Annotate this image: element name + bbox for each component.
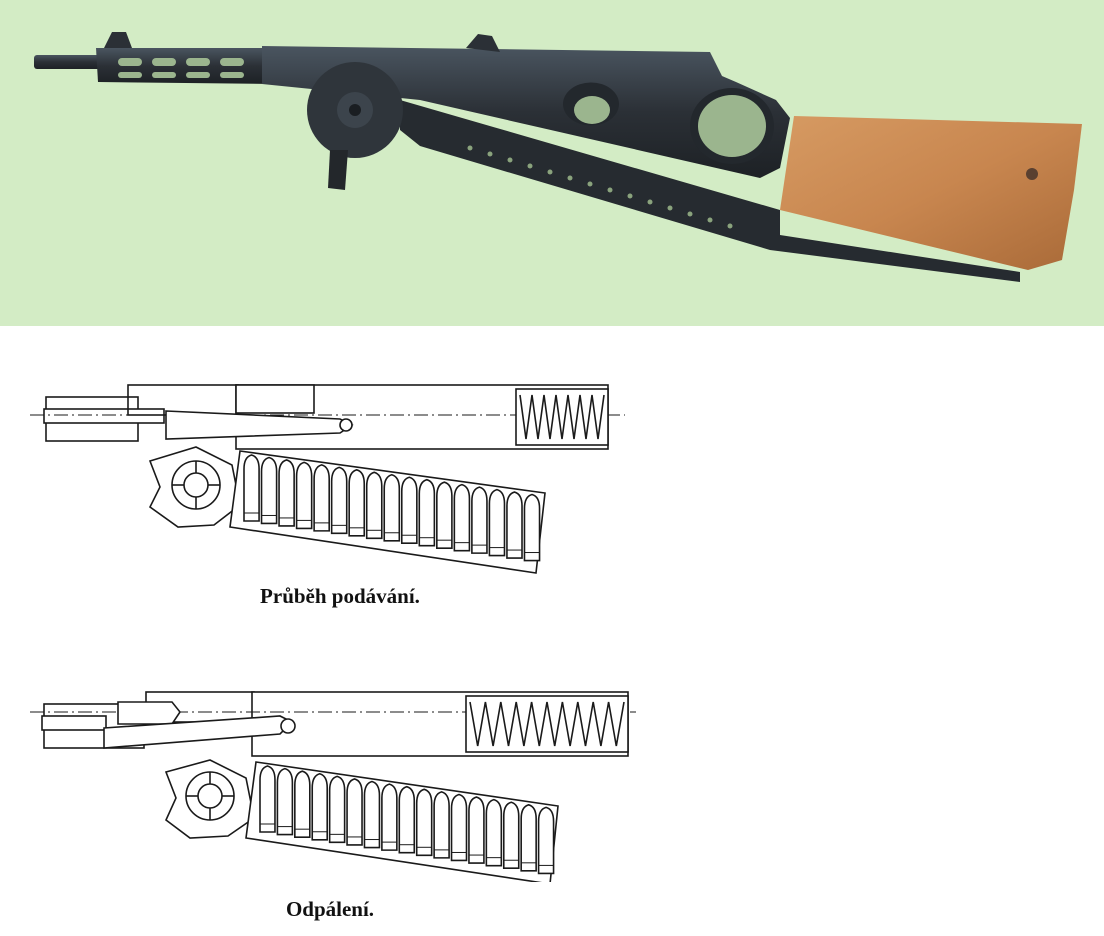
cartridge [295, 461, 313, 530]
cartridge [278, 459, 295, 527]
chambered-cartridge [117, 701, 181, 725]
cartridge [450, 793, 468, 862]
diagram-firing [0, 682, 700, 882]
cartridge [537, 806, 555, 875]
magazine [245, 761, 559, 882]
cartridge [276, 767, 294, 836]
barrel [34, 55, 114, 69]
cartridge [311, 772, 329, 841]
cartridge [400, 476, 418, 545]
cartridge [485, 798, 503, 867]
recoil-spring [515, 388, 609, 446]
cartridge [348, 468, 366, 537]
cartridge [330, 466, 348, 535]
cartridge [365, 471, 383, 540]
cartridge [502, 801, 520, 870]
cartridge [383, 473, 401, 542]
drum-lever [328, 150, 348, 190]
cartridge [468, 796, 485, 864]
rear-sight [466, 34, 500, 52]
cartridge [381, 783, 398, 851]
cartridge-row [243, 454, 541, 562]
cartridge [415, 788, 433, 857]
barrel-section [43, 396, 165, 442]
cartridge [294, 770, 311, 838]
feed-drum [164, 759, 255, 839]
cartridge [523, 493, 541, 562]
gun-illustration [34, 32, 1082, 282]
cartridge [363, 780, 381, 849]
stock-screw [1026, 168, 1038, 180]
wooden-stock [780, 116, 1082, 270]
cartridge [433, 791, 450, 859]
diagram-feeding [0, 375, 700, 575]
magazine [229, 450, 546, 574]
front-sight [104, 32, 132, 48]
cartridge [453, 483, 471, 552]
cartridge [506, 491, 523, 559]
gun-photo [0, 0, 1104, 326]
feed-drum [148, 446, 241, 528]
magazine-holes [467, 145, 733, 229]
cartridge [398, 785, 416, 854]
caption-firing: Odpálení. [285, 897, 375, 921]
cartridge-row [259, 765, 555, 875]
caption-feeding: Průběh podávání. [260, 584, 420, 608]
recoil-spring [465, 695, 629, 753]
receiver [262, 46, 790, 178]
cartridge [260, 456, 278, 525]
cartridge [488, 488, 506, 557]
magazine-housing [400, 100, 1020, 282]
cartridge [471, 486, 488, 554]
cartridge [259, 765, 276, 833]
cartridge [520, 803, 537, 872]
cartridge [436, 481, 453, 549]
cartridge [328, 775, 346, 844]
cartridge [243, 454, 260, 522]
cartridge [346, 778, 363, 846]
cartridge [418, 478, 436, 547]
cartridge [313, 464, 330, 532]
